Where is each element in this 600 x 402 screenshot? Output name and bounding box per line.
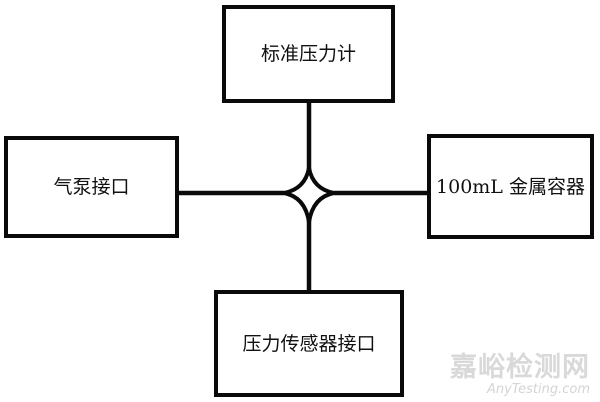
node-label-right: 100mL 金属容器 xyxy=(436,176,585,198)
node-pressure-sensor-port: 压力传感器接口 xyxy=(214,290,404,397)
node-air-pump-port: 气泵接口 xyxy=(4,136,179,238)
node-label-top: 标准压力计 xyxy=(261,43,356,65)
watermark-logo: 嘉峪检测网 AnyTesting.com xyxy=(450,354,590,396)
four-way-junction xyxy=(282,166,336,224)
node-label-left: 气泵接口 xyxy=(53,176,129,198)
node-metal-container: 100mL 金属容器 xyxy=(427,134,594,239)
watermark-brand-en: AnyTesting.com xyxy=(486,382,590,397)
node-standard-pressure-gauge: 标准压力计 xyxy=(222,5,395,103)
node-label-bottom: 压力传感器接口 xyxy=(242,333,375,355)
watermark-brand-cn: 嘉峪检测网 xyxy=(450,352,590,383)
